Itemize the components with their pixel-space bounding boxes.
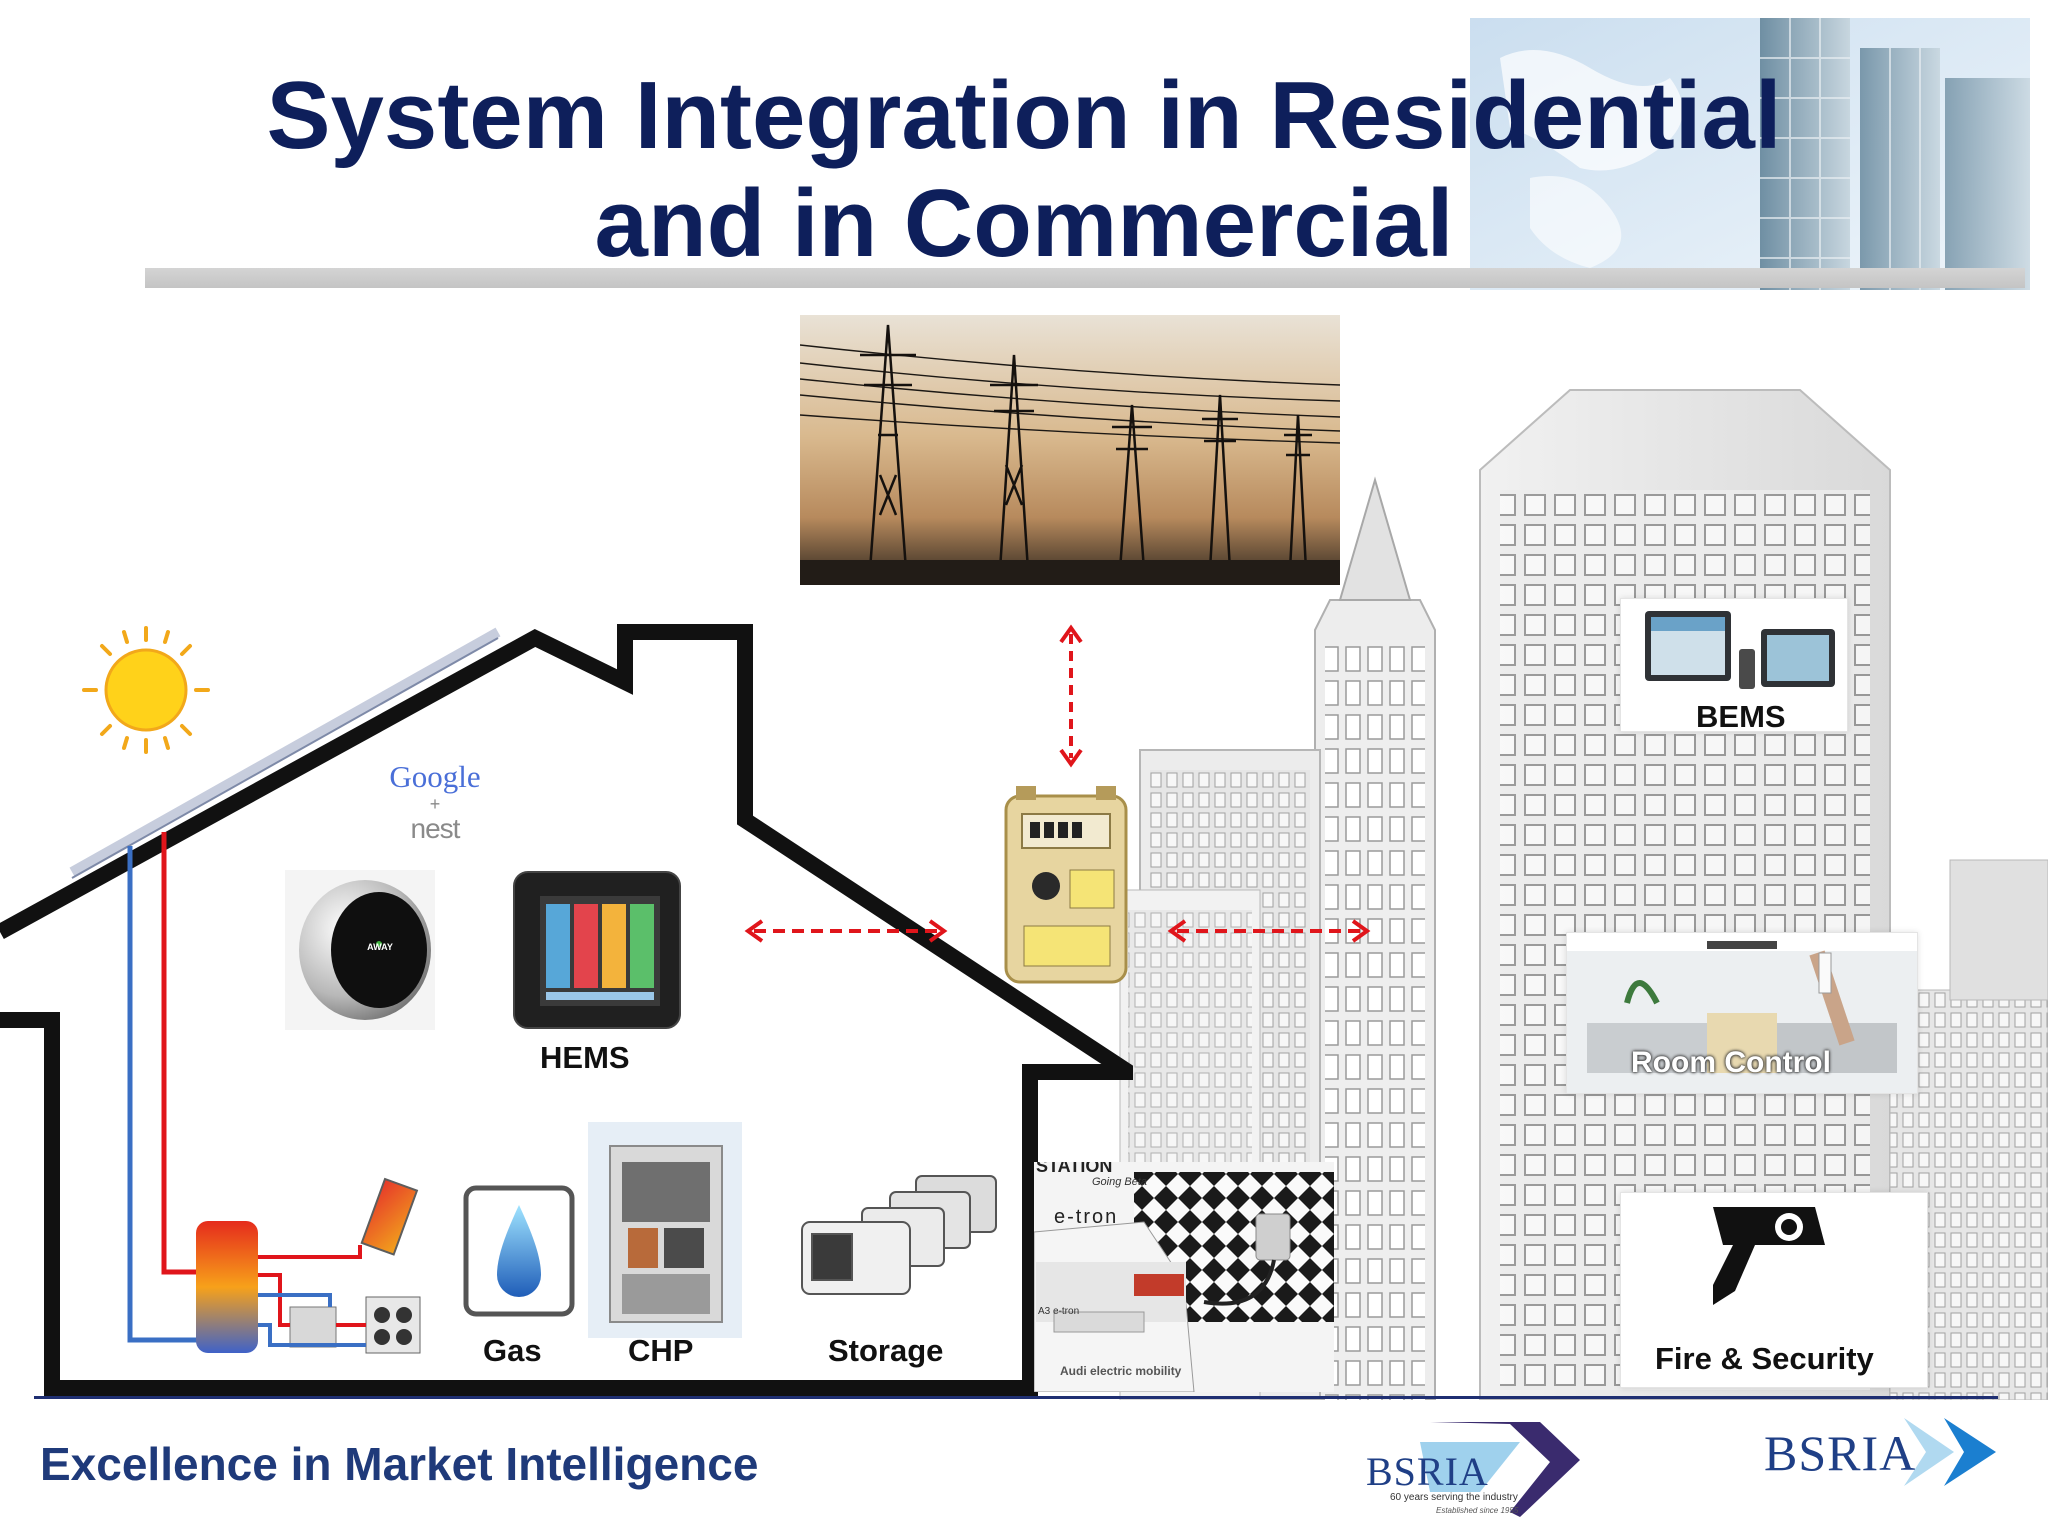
thermostat-icon <box>299 880 431 1020</box>
footer-divider <box>34 1396 1998 1399</box>
fire-security-card: Fire & Security <box>1620 1192 1928 1388</box>
room-control-card: Room Control <box>1566 932 1918 1094</box>
hems-to-meter-arrow <box>744 919 948 943</box>
ev-tagline: Going Beta <box>1092 1176 1148 1188</box>
bsria-established: Established since 1955 <box>1436 1506 1519 1515</box>
ev-caption: Audi electric mobility <box>1060 1364 1182 1378</box>
ev-station-sign: STATION <box>1036 1162 1113 1176</box>
gas-icon <box>463 1185 575 1317</box>
chp-unit-image <box>588 1122 742 1338</box>
hems-label: HEMS <box>540 1040 630 1075</box>
sun-icon <box>82 626 210 754</box>
page-title: System Integration in Residential and in… <box>0 62 2048 278</box>
fire-security-label: Fire & Security <box>1655 1341 1874 1376</box>
bsria-60-subtitle: 60 years serving the industry <box>1390 1492 1518 1503</box>
bsria-main-logo: BSRIA <box>1754 1414 2004 1490</box>
bsria-wordmark: BSRIA <box>1764 1425 1917 1481</box>
cctv-camera-icon <box>1713 1207 1825 1305</box>
hems-display-image <box>513 871 681 1029</box>
hot-water-system-image <box>196 1177 421 1354</box>
nest-thermostat-image: AWAY <box>285 870 435 1030</box>
house-outline <box>0 624 1133 1396</box>
room-interior-icon <box>1567 933 1917 1093</box>
google-wordmark: Google <box>389 759 481 794</box>
ev-car-icon <box>1034 1172 1334 1392</box>
gas-label: Gas <box>483 1333 542 1368</box>
ev-charging-photo: STATION Going Beta e-tron A3 e-tron Audi… <box>1034 1162 1334 1392</box>
google-nest-logo: Google + nest <box>380 760 490 844</box>
bems-screens-icon <box>1645 611 1835 689</box>
battery-storage-image <box>801 1175 997 1295</box>
footer-tagline: Excellence in Market Intelligence <box>40 1438 759 1490</box>
grid-to-meter-arrow <box>1059 624 1083 768</box>
room-control-label: Room Control <box>1631 1046 1831 1079</box>
ev-model-badge: A3 e-tron <box>1038 1306 1080 1317</box>
bems-label: BEMS <box>1696 699 1786 734</box>
bsria-60-emblem-icon <box>1420 1422 1580 1517</box>
plus-sign: + <box>429 794 441 814</box>
bsria-60-wordmark: BSRIA <box>1366 1449 1489 1494</box>
bems-card: BEMS <box>1620 598 1848 734</box>
bsria-60-logo: BSRIA 60 years serving the industry Esta… <box>1360 1412 1590 1522</box>
ev-brand-label: e-tron <box>1054 1206 1119 1228</box>
power-grid-photo <box>800 315 1340 585</box>
bsria-swoosh-icon <box>1904 1418 1996 1486</box>
title-line-2: and in Commercial <box>594 170 1454 277</box>
smart-meter-image <box>1004 786 1128 984</box>
nest-wordmark: nest <box>410 813 461 844</box>
chp-label: CHP <box>628 1333 694 1368</box>
title-line-1: System Integration in Residential <box>266 62 1782 169</box>
header-city-backdrop <box>1470 18 2030 290</box>
title-divider <box>145 268 2025 288</box>
meter-to-building-arrow <box>1167 919 1371 943</box>
thermostat-mode: AWAY <box>367 942 393 952</box>
storage-label: Storage <box>828 1333 944 1368</box>
